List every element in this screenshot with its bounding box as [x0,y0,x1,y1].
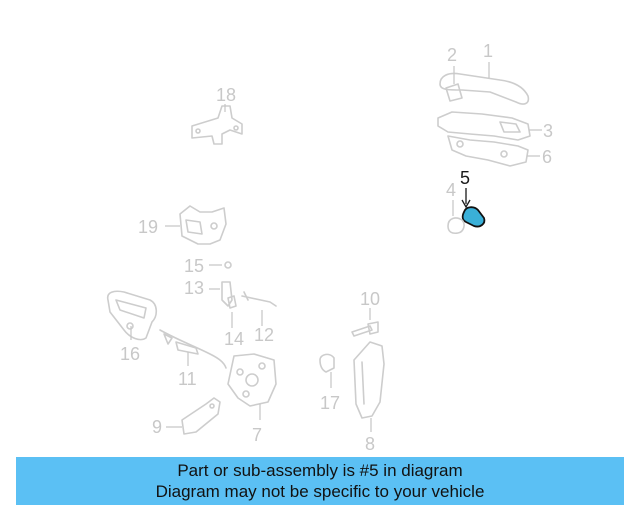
part-11-cable [159,329,227,369]
part-2-handle-pad [445,66,463,102]
callout-7: 7 [252,425,262,445]
part-10-bolt [351,308,379,337]
callout-10: 10 [360,289,380,309]
parts-diagram: 18 1 2 3 6 5 4 19 [106,41,553,454]
callout-18: 18 [216,85,236,105]
callout-12: 12 [254,325,274,345]
callout-5-arrow [461,199,471,209]
callout-16: 16 [120,344,140,364]
part-5-highlighted [461,206,486,228]
callout-6: 6 [542,147,552,167]
callout-8: 8 [365,434,375,454]
part-16-inside-handle [106,290,158,341]
part-8-lock-rod-guard [353,341,385,432]
part-18-hinge-bracket [191,104,243,145]
part-7-door-latch [227,353,277,420]
callout-19: 19 [138,217,158,237]
part-17-clip [319,353,335,388]
part-13-clip [209,281,233,307]
part-12-rod [241,291,277,326]
callout-17: 17 [320,393,340,413]
part-6-handle-base [447,135,540,167]
callout-3: 3 [543,121,553,141]
part-4-cap [447,200,465,235]
part-9-latch-bracket [166,397,221,435]
callout-2: 2 [447,45,457,65]
callout-5: 5 [460,168,470,188]
callout-14: 14 [224,329,244,349]
part-3-handle-frame [437,111,542,141]
part-14-pin [227,295,237,328]
part-19-latch-bracket [165,205,227,245]
callout-11: 11 [178,369,197,389]
callout-13: 13 [184,278,204,298]
callout-9: 9 [152,417,162,437]
callout-15: 15 [184,256,204,276]
part-15-clip [209,261,232,269]
callout-4: 4 [446,180,456,200]
info-banner: Part or sub-assembly is #5 in diagram Di… [16,457,624,505]
banner-line-2: Diagram may not be specific to your vehi… [155,482,485,501]
part-1-outside-handle [439,62,530,105]
banner-line-1: Part or sub-assembly is #5 in diagram [177,461,463,480]
callout-1: 1 [483,41,493,61]
